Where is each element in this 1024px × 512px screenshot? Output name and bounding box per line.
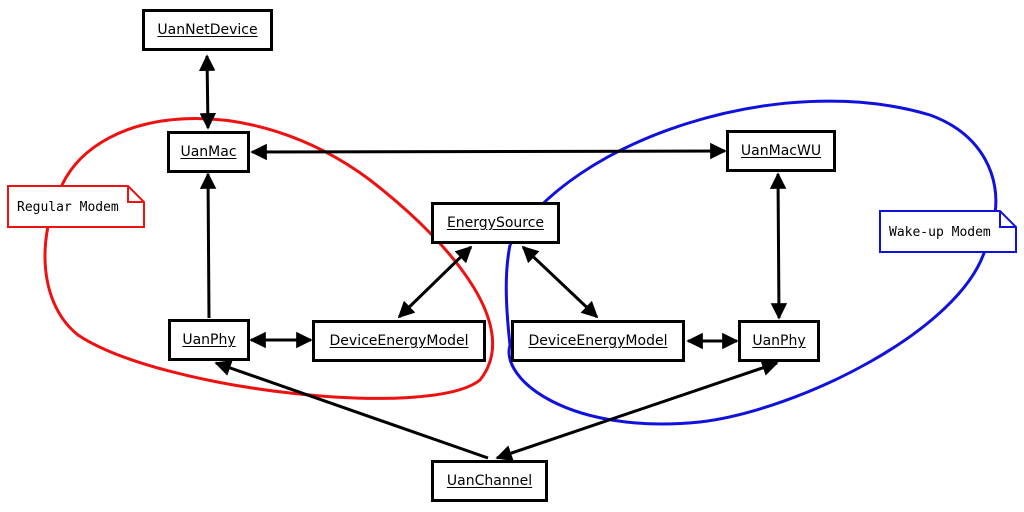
node-uan-phy-right[interactable]: UanPhy [738,320,820,362]
regular-modem-note-shape [7,185,145,228]
node-uan-net-device[interactable]: UanNetDevice [142,9,273,51]
edge-channel-phy-left [214,360,489,460]
node-energy-source-label: EnergySource [446,215,545,231]
edge-mac-macwu [250,142,727,161]
node-device-energy-model-right-label: DeviceEnergyModel [528,333,668,349]
node-device-energy-model-left[interactable]: DeviceEnergyModel [312,320,486,362]
node-uan-mac-wu[interactable]: UanMacWU [726,130,836,172]
node-uan-mac-wu-label: UanMacWU [740,143,822,159]
node-energy-source[interactable]: EnergySource [431,202,560,244]
wakeup-modem-label: Wake-up Modem [889,225,991,240]
node-uan-channel[interactable]: UanChannel [431,460,548,502]
node-uan-channel-label: UanChannel [446,473,533,489]
wakeup-modem-note-shape [879,210,1017,253]
node-device-energy-model-right[interactable]: DeviceEnergyModel [511,320,685,362]
node-uan-phy-left[interactable]: UanPhy [168,319,250,361]
edge-netdevice-mac [198,54,217,130]
node-uan-net-device-label: UanNetDevice [157,22,258,38]
edge-source-dem-right [521,245,599,319]
edge-source-dem-left [397,245,473,319]
regular-modem-label: Regular Modem [17,200,119,215]
node-device-energy-model-left-label: DeviceEnergyModel [329,333,469,349]
edge-phy-mac [199,172,217,319]
node-uan-mac-label: UanMac [180,144,237,160]
node-uan-phy-left-label: UanPhy [182,332,236,348]
edge-channel-phy-right [495,359,779,462]
wakeup-modem-note: Wake-up Modem [880,213,1016,252]
node-uan-mac[interactable]: UanMac [167,131,250,173]
regular-modem-boundary [43,117,495,400]
node-uan-phy-right-label: UanPhy [752,333,806,349]
edge-macwu-phy [769,172,788,320]
regular-modem-note: Regular Modem [8,188,144,227]
